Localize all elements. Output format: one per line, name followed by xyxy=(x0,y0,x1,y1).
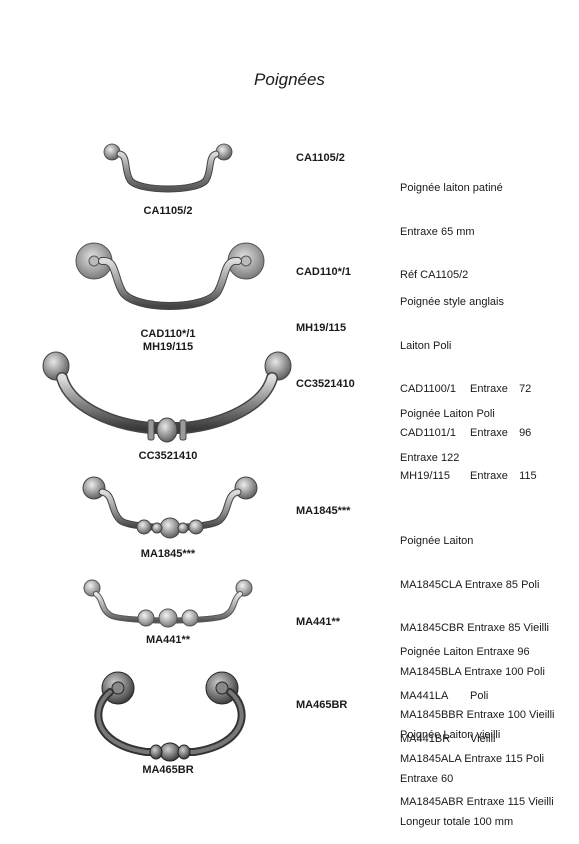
item-caption: CA1105/2 xyxy=(143,205,193,217)
item-ref: MA441** xyxy=(296,616,341,628)
item-ref: MA465BR xyxy=(296,699,348,711)
item-caption: CAD110*/1 MH19/115 xyxy=(140,328,196,353)
item-ref: CAD110*/1 xyxy=(296,266,352,278)
item-caption: MA1845*** xyxy=(140,548,196,560)
bow-handle-icon xyxy=(42,351,292,443)
ornate-handle-icon xyxy=(83,579,253,628)
ring-drop-handle-icon xyxy=(94,671,246,762)
item-caption: MA465BR xyxy=(142,764,194,776)
item-ref: CC3521410 xyxy=(296,378,355,390)
rose-drop-handle-icon xyxy=(75,242,265,310)
item-caption: MA441** xyxy=(145,634,191,646)
drop-handle-icon xyxy=(103,143,233,193)
item-ref-secondary: MH19/115 xyxy=(296,322,347,334)
page-title: Poignées xyxy=(254,70,325,89)
item-description: Poignée laiton patiné Entraxe 65 mm Réf … xyxy=(400,182,503,281)
beaded-handle-icon xyxy=(82,476,258,539)
item-description: Poignée style anglais Laiton Poli CAD110… xyxy=(400,296,537,482)
item-description: Poignée Laiton vieilli Entraxe 60 Longeu… xyxy=(400,729,514,828)
item-description: Poignée Laiton Poli Entraxe 122 xyxy=(400,408,495,464)
item-ref: CA1105/2 xyxy=(296,152,345,164)
item-caption: CC3521410 xyxy=(138,450,198,462)
item-description: Poignée Laiton MA1845CLA Entraxe 85 Poli… xyxy=(400,535,555,808)
item-ref: MA1845*** xyxy=(296,505,351,517)
